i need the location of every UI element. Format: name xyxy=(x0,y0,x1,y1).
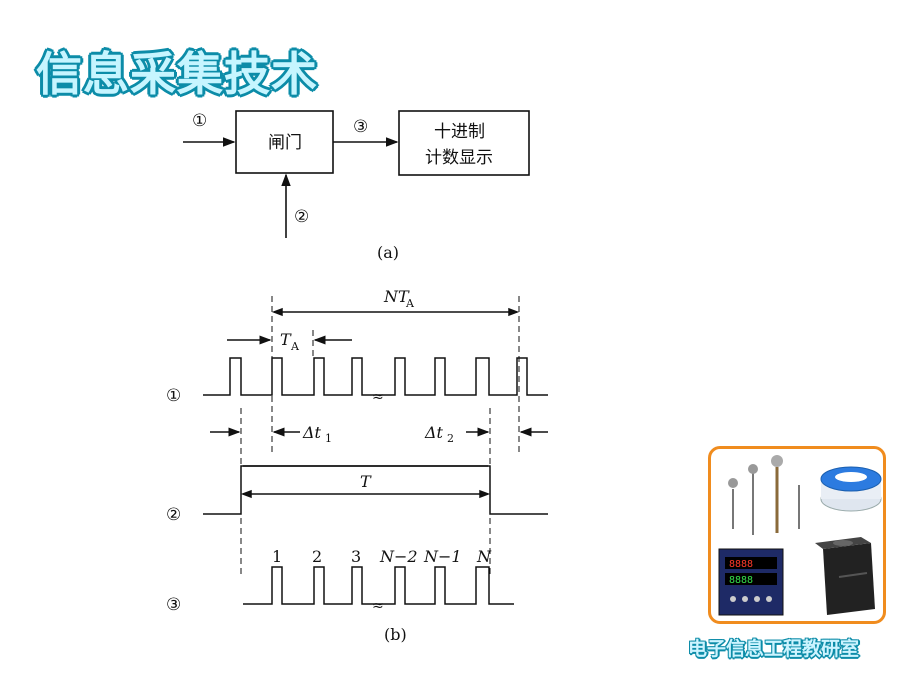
transmitter-module-image xyxy=(820,466,882,512)
gate-time-label: T xyxy=(360,472,372,491)
display-label-1: 十进制 xyxy=(434,122,485,142)
dt2-label: Δt xyxy=(424,423,444,442)
svg-text:≈: ≈ xyxy=(372,389,384,405)
waveform-1 xyxy=(203,357,548,396)
count-label: N xyxy=(476,547,492,566)
gate-label: 闸门 xyxy=(268,133,302,153)
block-diagram-a xyxy=(183,110,530,238)
row3-mark: ③ xyxy=(166,595,181,615)
footer-label: 电子信息工程教研室 xyxy=(688,638,860,660)
page-title: 信息采集技术 xyxy=(36,47,318,101)
dt1-sub: 1 xyxy=(325,432,332,445)
waveform-2 xyxy=(203,465,548,515)
digital-controller-image: 8888 8888 xyxy=(718,548,784,616)
product-photo-panel: 8888 8888 xyxy=(708,446,886,624)
product-images: 8888 8888 xyxy=(718,455,882,616)
waveform-3 xyxy=(243,566,514,605)
svg-text:8888: 8888 xyxy=(729,575,753,586)
nta-label: NT xyxy=(383,287,410,306)
row1-mark: ① xyxy=(166,386,181,406)
dt2-sub: 2 xyxy=(447,432,454,445)
ta-label: T xyxy=(280,330,292,349)
count-label: N−2 xyxy=(379,547,418,566)
input1-mark: ① xyxy=(192,111,207,131)
dt1-label: Δt xyxy=(302,423,322,442)
caption-b: (b) xyxy=(384,625,407,644)
count-label: N−1 xyxy=(423,547,462,566)
counter-display-block xyxy=(398,110,530,176)
row2-mark: ② xyxy=(166,505,181,525)
count-label: 1 xyxy=(272,547,282,566)
calibrator-unit-image xyxy=(815,537,875,615)
svg-text:8888: 8888 xyxy=(729,559,753,570)
ta-sub: A xyxy=(290,340,300,353)
svg-text:≈: ≈ xyxy=(372,598,384,614)
count-label: 2 xyxy=(312,547,322,566)
input2-mark: ② xyxy=(294,207,309,227)
output3-mark: ③ xyxy=(353,117,368,137)
count-label: 3 xyxy=(351,547,361,566)
timing-diagram-b: ≈ ≈ xyxy=(203,296,548,614)
temperature-sensors-image xyxy=(728,455,800,535)
display-label-2: 计数显示 xyxy=(425,148,493,168)
caption-a: (a) xyxy=(377,243,399,262)
nta-sub: A xyxy=(405,297,415,310)
